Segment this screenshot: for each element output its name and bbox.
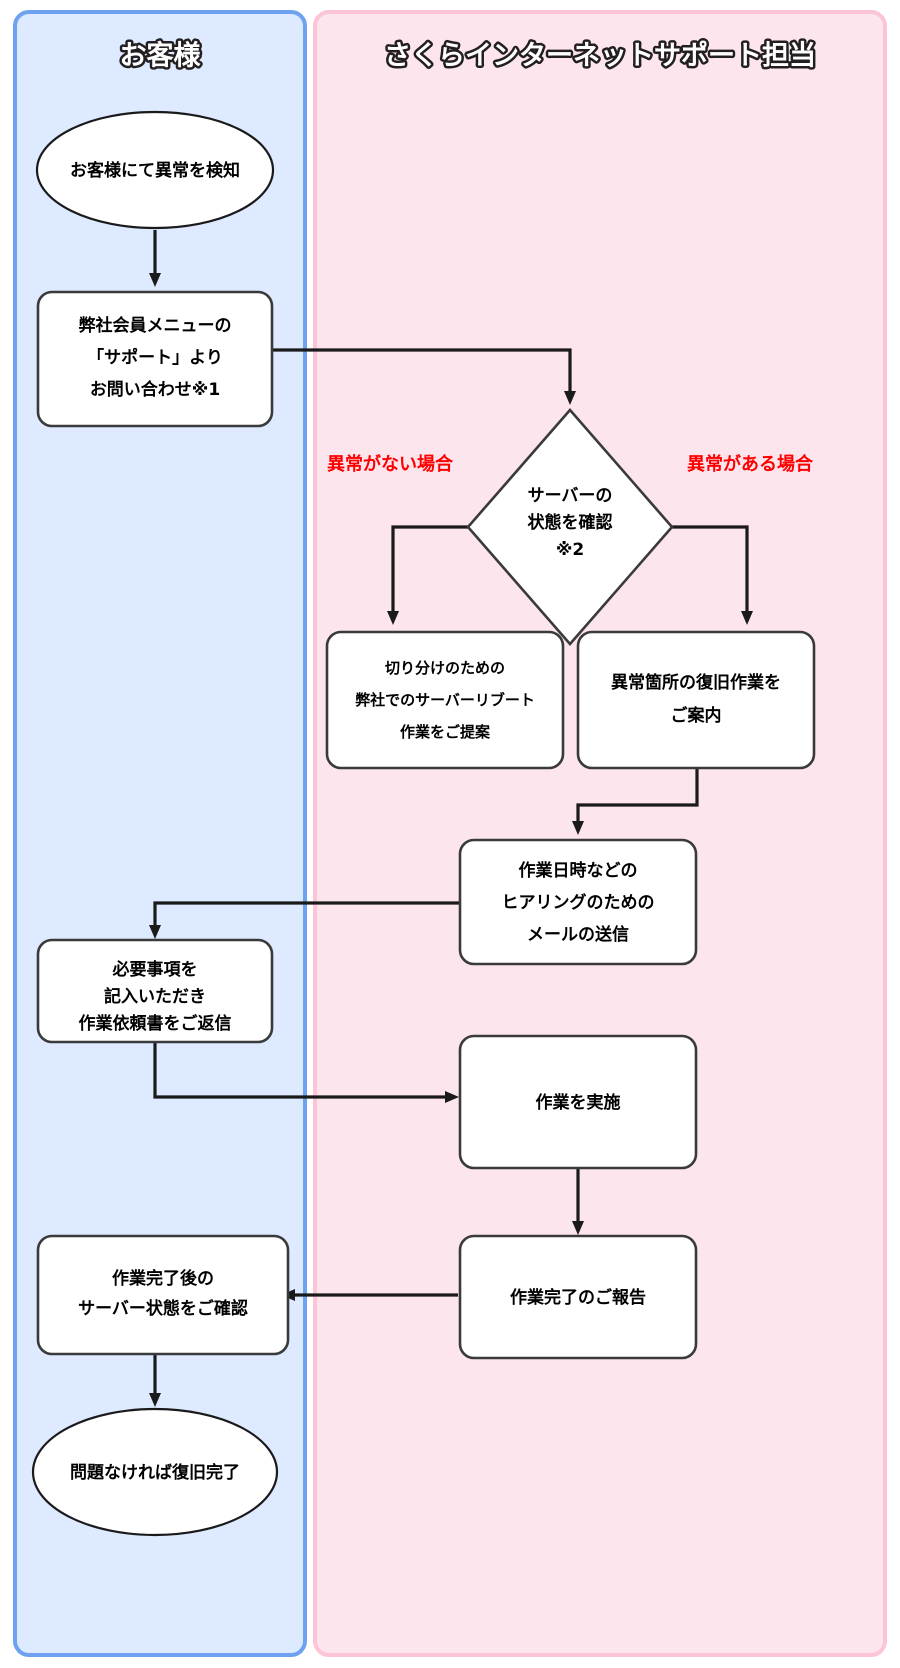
edge-check-to-reboot xyxy=(387,525,468,625)
node-inquiry-line-2: 「サポート」より xyxy=(87,347,223,368)
lane-support: さくらインターネットサポート担当 xyxy=(313,10,887,1657)
node-check-line-1: サーバーの xyxy=(528,486,613,506)
node-reboot-line-2: 弊社でのサーバーリブート xyxy=(355,691,535,709)
node-reboot-shape[interactable] xyxy=(325,630,565,770)
node-check[interactable]: サーバーの 状態を確認 ※2 xyxy=(466,408,674,646)
node-end-shape[interactable] xyxy=(31,1407,279,1537)
node-mail[interactable]: 作業日時などの ヒアリングのための メールの送信 xyxy=(458,838,698,966)
node-mail-shape[interactable] xyxy=(458,838,698,966)
node-repair-shape[interactable] xyxy=(576,630,816,770)
node-repair[interactable]: 異常箇所の復旧作業を ご案内 xyxy=(576,630,816,770)
lane-support-title: さくらインターネットサポート担当 xyxy=(384,41,816,72)
node-confirm-line-1: 作業完了後の xyxy=(112,1268,214,1289)
node-reply-line-1: 必要事項を xyxy=(112,959,198,980)
lane-support-background xyxy=(313,10,887,1657)
node-start-label: お客様にて異常を検知 xyxy=(70,160,240,181)
node-reboot[interactable]: 切り分けのための 弊社でのサーバーリブート 作業をご提案 xyxy=(325,630,565,770)
edge-inquiry-to-check xyxy=(272,348,576,405)
node-mail-line-1: 作業日時などの xyxy=(519,860,638,881)
node-confirm-line-2: サーバー状態をご確認 xyxy=(78,1298,248,1319)
node-reply-line-3: 作業依頼書をご返信 xyxy=(79,1013,232,1034)
node-check-line-3: ※2 xyxy=(556,540,584,560)
edge-mail-to-reply xyxy=(149,901,460,939)
node-confirm[interactable]: 作業完了後の サーバー状態をご確認 xyxy=(36,1234,290,1356)
node-check-line-2: 状態を確認 xyxy=(528,512,613,533)
condition-label-no-error: 異常がない場合 xyxy=(327,453,454,475)
node-mail-line-3: メールの送信 xyxy=(527,924,629,945)
edge-repair-to-mail xyxy=(572,768,699,835)
node-check-shape[interactable] xyxy=(466,408,674,646)
node-reboot-line-3: 作業をご提案 xyxy=(400,723,491,741)
node-work-shape[interactable] xyxy=(458,1034,698,1170)
condition-label-has-error: 異常がある場合 xyxy=(687,453,814,475)
lane-customer-title: お客様 xyxy=(120,40,202,72)
node-repair-line-1: 異常箇所の復旧作業を xyxy=(611,672,781,693)
node-end-label: 問題なければ復旧完了 xyxy=(70,1462,240,1483)
node-inquiry-shape[interactable] xyxy=(36,290,274,428)
node-inquiry[interactable]: 弊社会員メニューの 「サポート」より お問い合わせ※1 xyxy=(36,290,274,428)
node-repair-line-2: ご案内 xyxy=(671,705,722,726)
node-report-shape[interactable] xyxy=(458,1234,698,1360)
node-reply-line-2: 記入いただき xyxy=(104,986,206,1007)
node-end[interactable]: 問題なければ復旧完了 xyxy=(31,1407,279,1537)
node-work[interactable]: 作業を実施 xyxy=(458,1034,698,1170)
node-confirm-shape[interactable] xyxy=(36,1234,290,1356)
node-inquiry-line-3: お問い合わせ※1 xyxy=(90,379,220,400)
edge-check-to-repair xyxy=(672,525,753,625)
node-inquiry-line-1: 弊社会員メニューの xyxy=(79,315,232,336)
node-work-label: 作業を実施 xyxy=(536,1092,621,1113)
node-reply-shape[interactable] xyxy=(36,938,274,1044)
node-start[interactable]: お客様にて異常を検知 xyxy=(35,110,275,230)
edges xyxy=(149,230,753,1407)
node-start-shape[interactable] xyxy=(35,110,275,230)
node-reply[interactable]: 必要事項を 記入いただき 作業依頼書をご返信 xyxy=(36,938,274,1044)
node-report-label: 作業完了のご報告 xyxy=(510,1287,646,1308)
node-reboot-line-1: 切り分けのための xyxy=(385,659,505,677)
node-report[interactable]: 作業完了のご報告 xyxy=(458,1234,698,1360)
node-mail-line-2: ヒアリングのための xyxy=(502,892,655,913)
edge-reply-to-work xyxy=(153,1042,459,1103)
